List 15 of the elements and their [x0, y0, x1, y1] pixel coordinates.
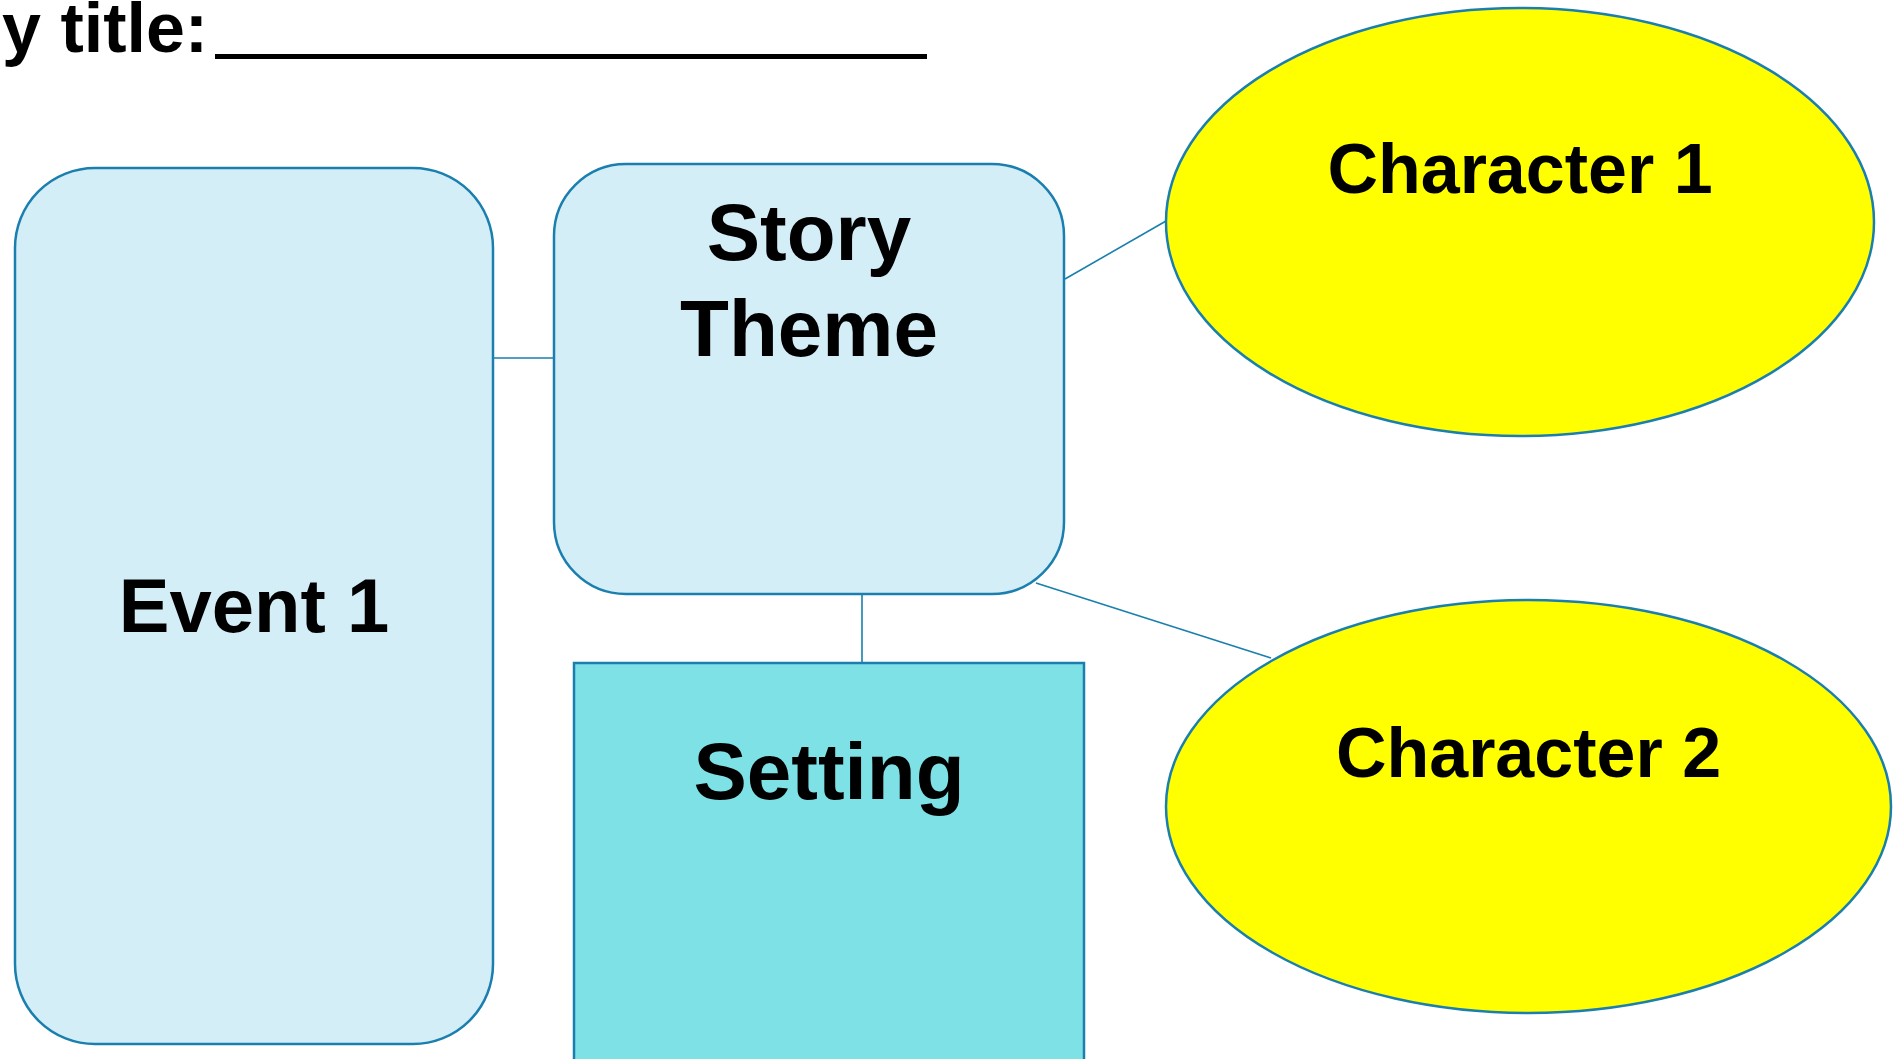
connector-line — [861, 594, 863, 663]
setting-box — [573, 662, 1085, 1059]
character-ellipse — [1165, 599, 1892, 1014]
node-label: Event 1 — [118, 562, 390, 651]
title-text: y title: — [2, 0, 209, 66]
character-ellipse — [1165, 7, 1875, 437]
connector-line — [493, 357, 554, 359]
connector-line — [1035, 582, 1272, 659]
node-label: Story Theme — [679, 187, 939, 375]
node-label: Character 1 — [1327, 129, 1713, 210]
event-box — [14, 167, 494, 1045]
node-label: Setting — [693, 726, 965, 818]
theme-box — [553, 163, 1065, 595]
node-label: Character 2 — [1335, 713, 1722, 794]
connector-line — [1064, 220, 1167, 280]
